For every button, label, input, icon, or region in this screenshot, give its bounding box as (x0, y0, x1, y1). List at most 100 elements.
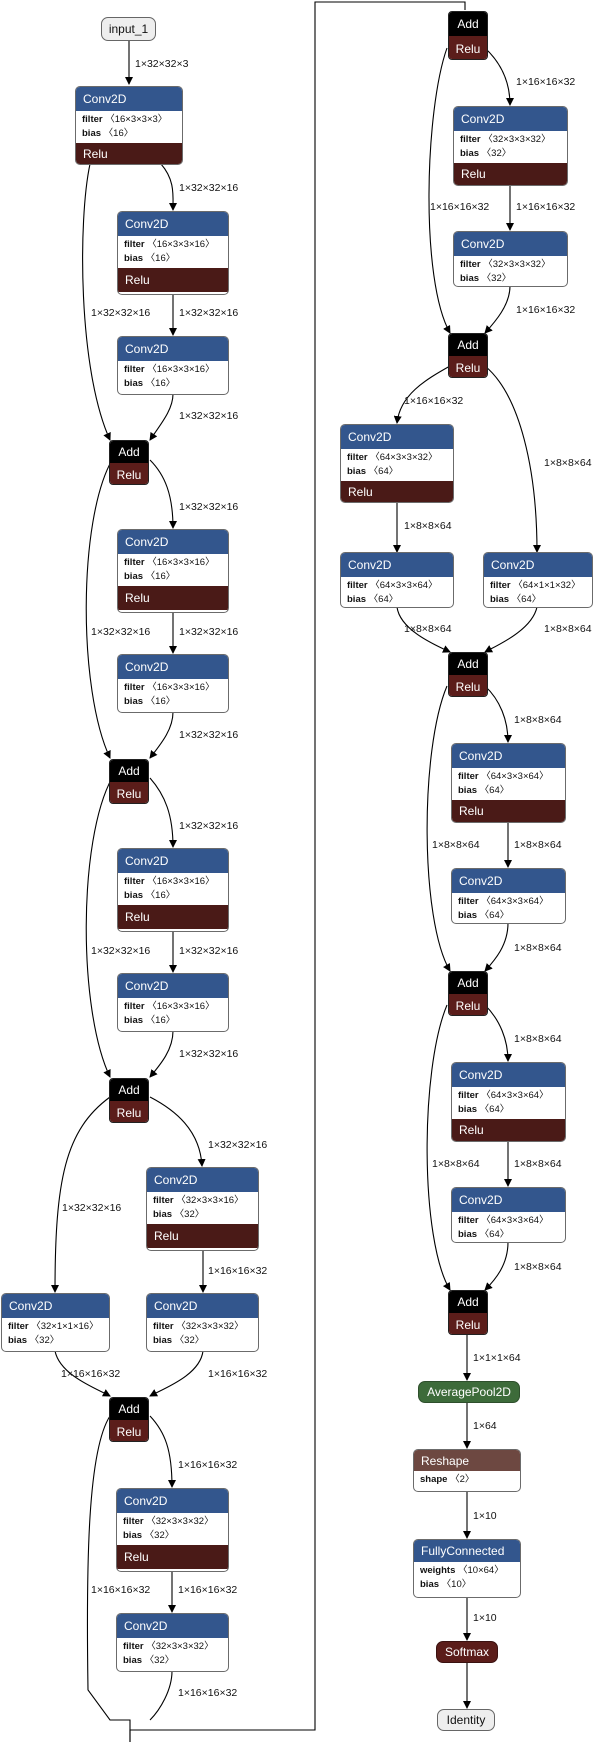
bias-value: 〈16〉 (145, 571, 176, 582)
conv2d-node[interactable]: Conv2D filter 〈64×3×3×64〉 bias 〈64〉 (451, 868, 566, 924)
edge-label: 1×32×32×16 (208, 1139, 268, 1151)
conv2d-node[interactable]: Conv2D filter 〈16×3×3×16〉 bias 〈16〉 Relu (117, 529, 229, 613)
node-title: Conv2D (118, 212, 228, 236)
conv2d-node[interactable]: Conv2D filter 〈32×3×3×32〉 bias 〈32〉 (453, 231, 568, 287)
edge-a2-a3 (85, 777, 113, 1078)
edge-a3-c8 (149, 1096, 206, 1167)
add-node[interactable]: Add Relu (448, 652, 488, 697)
edge-c1-a1 (82, 163, 111, 441)
attr-name: bias (82, 128, 102, 139)
filter-value: 〈64×3×3×32〉 (370, 452, 438, 463)
edge-c12-a5 (149, 1670, 173, 1721)
conv2d-node[interactable]: Conv2D filter 〈32×1×1×16〉 bias 〈32〉 (1, 1293, 110, 1352)
edge-c10-a4 (149, 1350, 204, 1397)
filter-value: 〈16×3×3×16〉 (147, 876, 215, 887)
add-node[interactable]: Add Relu (448, 333, 488, 378)
conv2d-node[interactable]: Conv2D filter 〈16×3×3×16〉 bias 〈16〉 (117, 973, 229, 1032)
edge-c16-a7 (396, 606, 451, 653)
filter-value: 〈64×3×3×64〉 (481, 771, 549, 782)
edge-label: 1×32×32×16 (179, 729, 239, 741)
conv2d-node[interactable]: Conv2D filter 〈16×3×3×3〉 bias 〈16〉 Relu (75, 86, 183, 165)
conv2d-node[interactable]: Conv2D filter 〈16×3×3×16〉 bias 〈16〉 (117, 654, 229, 713)
softmax-node[interactable]: Softmax (436, 1641, 498, 1663)
filter-value: 〈16×3×3×16〉 (147, 1001, 215, 1012)
bias-value: 〈64〉 (479, 1104, 510, 1115)
node-title: Add (110, 760, 148, 782)
bias-value: 〈64〉 (511, 594, 542, 605)
add-node[interactable]: Add Relu (109, 1078, 149, 1123)
add-node[interactable]: Add Relu (448, 11, 488, 60)
fullyconnected-node[interactable]: FullyConnected weights 〈10×64〉 bias 〈10〉 (413, 1539, 521, 1598)
conv2d-node[interactable]: Conv2D filter 〈32×3×3×32〉 bias 〈32〉 Relu (453, 106, 568, 186)
conv2d-node[interactable]: Conv2D filter 〈64×3×3×64〉 bias 〈64〉 Relu (451, 1062, 566, 1142)
conv2d-node[interactable]: Conv2D filter 〈32×3×3×32〉 bias 〈32〉 (116, 1613, 229, 1672)
edge-c7-a3 (149, 1030, 174, 1078)
filter-value: 〈64×3×3×64〉 (481, 1090, 549, 1101)
edge-label: 1×16×16×32 (516, 304, 576, 316)
identity-node[interactable]: Identity (437, 1709, 495, 1731)
node-title: Conv2D (147, 1294, 258, 1318)
conv2d-node[interactable]: Conv2D filter 〈64×3×3×64〉 bias 〈64〉 Relu (451, 743, 566, 823)
node-title: Conv2D (2, 1294, 109, 1318)
edge-a3-c9 (51, 1096, 111, 1293)
relu-activation: Relu (449, 36, 487, 59)
bias-value: 〈16〉 (103, 128, 134, 139)
edge-c21-a9 (484, 1241, 509, 1291)
conv2d-node[interactable]: Conv2D filter 〈32×3×3×32〉 bias 〈32〉 Relu (116, 1488, 229, 1572)
conv2d-node[interactable]: Conv2D filter 〈16×3×3×16〉 bias 〈16〉 (117, 336, 229, 395)
add-node[interactable]: Add Relu (448, 1290, 488, 1335)
relu-activation: Relu (449, 356, 487, 377)
conv2d-node[interactable]: Conv2D filter 〈32×3×3×32〉 bias 〈32〉 (146, 1293, 259, 1352)
edge-label: 1×8×8×64 (404, 520, 452, 532)
conv2d-node[interactable]: Conv2D filter 〈64×3×3×32〉 bias 〈64〉 Relu (340, 424, 454, 503)
reshape-node[interactable]: Reshape shape 〈2〉 (413, 1449, 521, 1492)
edge-label: 1×16×16×32 (404, 395, 464, 407)
edge-label: 1×8×8×64 (514, 1158, 562, 1170)
bias-value: 〈16〉 (145, 890, 176, 901)
relu-activation: Relu (454, 163, 567, 185)
conv2d-node[interactable]: Conv2D filter 〈16×3×3×16〉 bias 〈16〉 Relu (117, 848, 229, 932)
averagepool2d-node[interactable]: AveragePool2D (418, 1381, 520, 1403)
input-node[interactable]: input_1 (101, 17, 156, 41)
node-title: Add (449, 334, 487, 356)
relu-activation: Relu (118, 586, 228, 610)
edge-label: 1×32×32×3 (135, 58, 189, 70)
add-node[interactable]: Add Relu (109, 759, 149, 804)
edge-label: 1×32×32×16 (179, 182, 239, 194)
node-title: Add (449, 12, 487, 36)
bias-value: 〈32〉 (481, 273, 512, 284)
edge-label: 1×16×16×32 (178, 1687, 238, 1699)
edge-a5-c13 (484, 47, 514, 106)
edge-label: 1×8×8×64 (404, 623, 452, 635)
add-node[interactable]: Add Relu (448, 971, 488, 1016)
filter-value: 〈32×3×3×32〉 (483, 134, 551, 145)
conv2d-node[interactable]: Conv2D filter 〈64×3×3×64〉 bias 〈64〉 (451, 1187, 566, 1243)
bias-value: 〈32〉 (174, 1335, 205, 1346)
node-title: Add (110, 1398, 148, 1420)
edge-label: 1×32×32×16 (179, 820, 239, 832)
edge-label: 1×8×8×64 (432, 1158, 480, 1170)
add-node[interactable]: Add Relu (109, 440, 149, 485)
add-node[interactable]: Add Relu (109, 1397, 149, 1442)
conv2d-node[interactable]: Conv2D filter 〈16×3×3×16〉 bias 〈16〉 Relu (117, 211, 229, 295)
edge-label: 1×16×16×32 (516, 201, 576, 213)
edge-label: 1×32×32×16 (91, 945, 151, 957)
node-title: Conv2D (452, 1063, 565, 1087)
filter-value: 〈32×3×3×32〉 (146, 1641, 214, 1652)
conv2d-node[interactable]: Conv2D filter 〈64×1×1×32〉 bias 〈64〉 (483, 552, 593, 608)
relu-activation: Relu (452, 1119, 565, 1141)
node-title: Conv2D (452, 869, 565, 893)
conv2d-node[interactable]: Conv2D filter 〈64×3×3×64〉 bias 〈64〉 (340, 552, 454, 608)
conv2d-node[interactable]: Conv2D filter 〈32×3×3×16〉 bias 〈32〉 Relu (146, 1167, 259, 1251)
relu-activation: Relu (110, 463, 148, 484)
edge-label: 1×32×32×16 (179, 307, 239, 319)
node-title: Conv2D (341, 553, 453, 577)
bias-value: 〈16〉 (145, 696, 176, 707)
bias-value: 〈64〉 (479, 910, 510, 921)
bias-value: 〈32〉 (29, 1335, 60, 1346)
bias-value: 〈32〉 (144, 1530, 175, 1541)
node-title: Conv2D (118, 974, 228, 998)
edge-label: 1×16×16×32 (61, 1368, 121, 1380)
node-title: Reshape (414, 1450, 520, 1471)
